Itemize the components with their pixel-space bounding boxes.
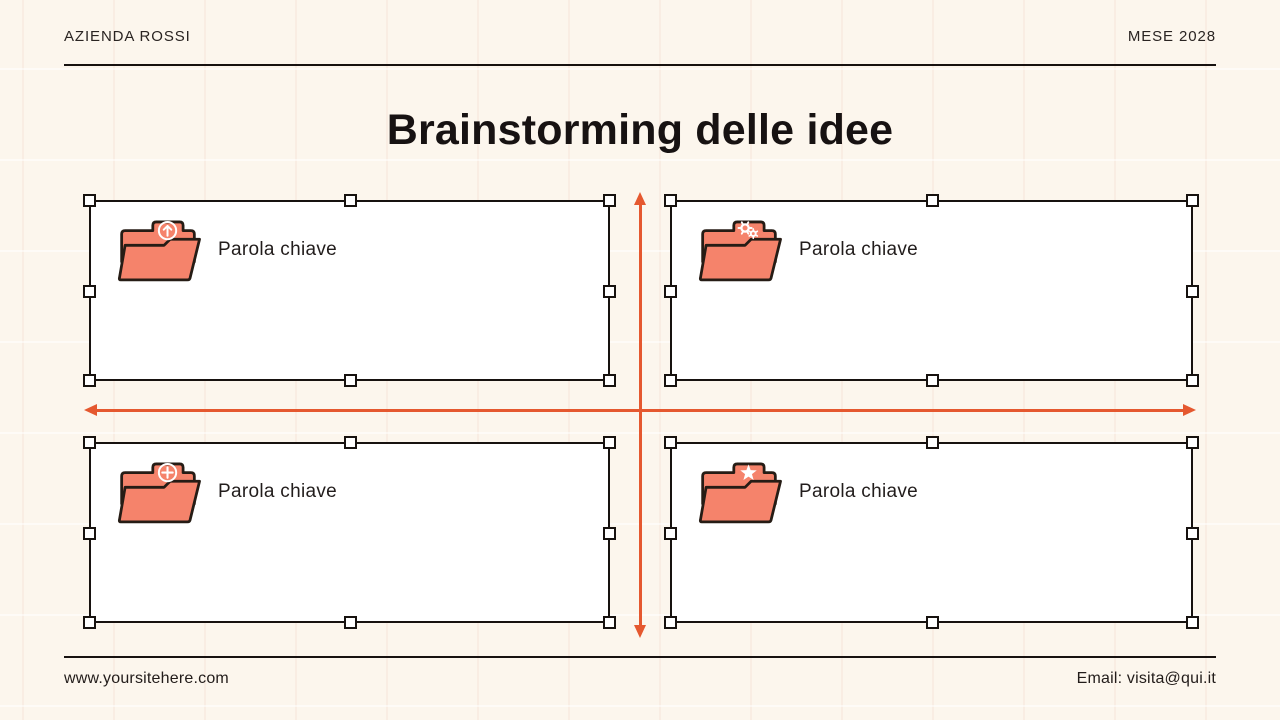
selection-handle-n[interactable]: [925, 194, 939, 207]
selection-handle-s[interactable]: [343, 616, 357, 629]
company-name: AZIENDA ROSSI: [64, 28, 191, 45]
folder-gears-icon[interactable]: [694, 218, 784, 283]
selection-handle-se[interactable]: [603, 374, 616, 387]
keyword-label[interactable]: Parola chiave: [218, 481, 338, 502]
page-title: Brainstorming delle idee: [386, 106, 894, 154]
selection-handle-sw[interactable]: [83, 374, 96, 387]
footer-divider: [64, 656, 1216, 658]
selection-handle-ne[interactable]: [1186, 194, 1199, 207]
keyword-box-bottom-left[interactable]: Parola chiave: [83, 436, 616, 629]
selection-handle-s[interactable]: [925, 616, 939, 629]
selection-handle-s[interactable]: [343, 374, 357, 387]
keyword-box-top-left[interactable]: Parola chiave: [83, 194, 616, 387]
selection-handle-ne[interactable]: [603, 436, 616, 449]
selection-handle-e[interactable]: [1186, 284, 1199, 298]
selection-handle-w[interactable]: [83, 526, 96, 540]
selection-handle-se[interactable]: [1186, 374, 1199, 387]
contact-email: Email: visita@qui.it: [1076, 670, 1216, 687]
keyword-box-top-right[interactable]: Parola chiave: [664, 194, 1199, 387]
axis-arrow-left-icon: [84, 404, 97, 416]
selection-handle-nw[interactable]: [664, 436, 677, 449]
selection-handle-nw[interactable]: [83, 194, 96, 207]
keyword-label[interactable]: Parola chiave: [799, 239, 919, 260]
selection-handle-e[interactable]: [603, 284, 616, 298]
keyword-label[interactable]: Parola chiave: [799, 481, 919, 502]
selection-handle-ne[interactable]: [603, 194, 616, 207]
selection-handle-se[interactable]: [1186, 616, 1199, 629]
selection-handle-sw[interactable]: [83, 616, 96, 629]
selection-handle-w[interactable]: [664, 526, 677, 540]
keyword-label[interactable]: Parola chiave: [218, 239, 338, 260]
selection-handle-w[interactable]: [664, 284, 677, 298]
axis-arrow-down-icon: [634, 625, 646, 638]
website-url: www.yoursitehere.com: [64, 670, 229, 687]
folder-star-icon[interactable]: [694, 460, 784, 525]
keyword-box-bottom-right[interactable]: Parola chiave: [664, 436, 1199, 629]
selection-handle-n[interactable]: [343, 194, 357, 207]
selection-handle-nw[interactable]: [83, 436, 96, 449]
folder-upload-icon[interactable]: [113, 218, 203, 283]
header-divider: [64, 64, 1216, 66]
header-date: MESE 2028: [1127, 28, 1216, 45]
selection-handle-w[interactable]: [83, 284, 96, 298]
folder-add-icon[interactable]: [113, 460, 203, 525]
y-axis-line[interactable]: [639, 203, 642, 627]
selection-handle-nw[interactable]: [664, 194, 677, 207]
selection-handle-e[interactable]: [1186, 526, 1199, 540]
selection-handle-e[interactable]: [603, 526, 616, 540]
selection-handle-s[interactable]: [925, 374, 939, 387]
selection-handle-n[interactable]: [343, 436, 357, 449]
selection-handle-ne[interactable]: [1186, 436, 1199, 449]
selection-handle-sw[interactable]: [664, 616, 677, 629]
selection-handle-n[interactable]: [925, 436, 939, 449]
selection-handle-se[interactable]: [603, 616, 616, 629]
axis-arrow-right-icon: [1183, 404, 1196, 416]
axis-arrow-up-icon: [634, 192, 646, 205]
selection-handle-sw[interactable]: [664, 374, 677, 387]
